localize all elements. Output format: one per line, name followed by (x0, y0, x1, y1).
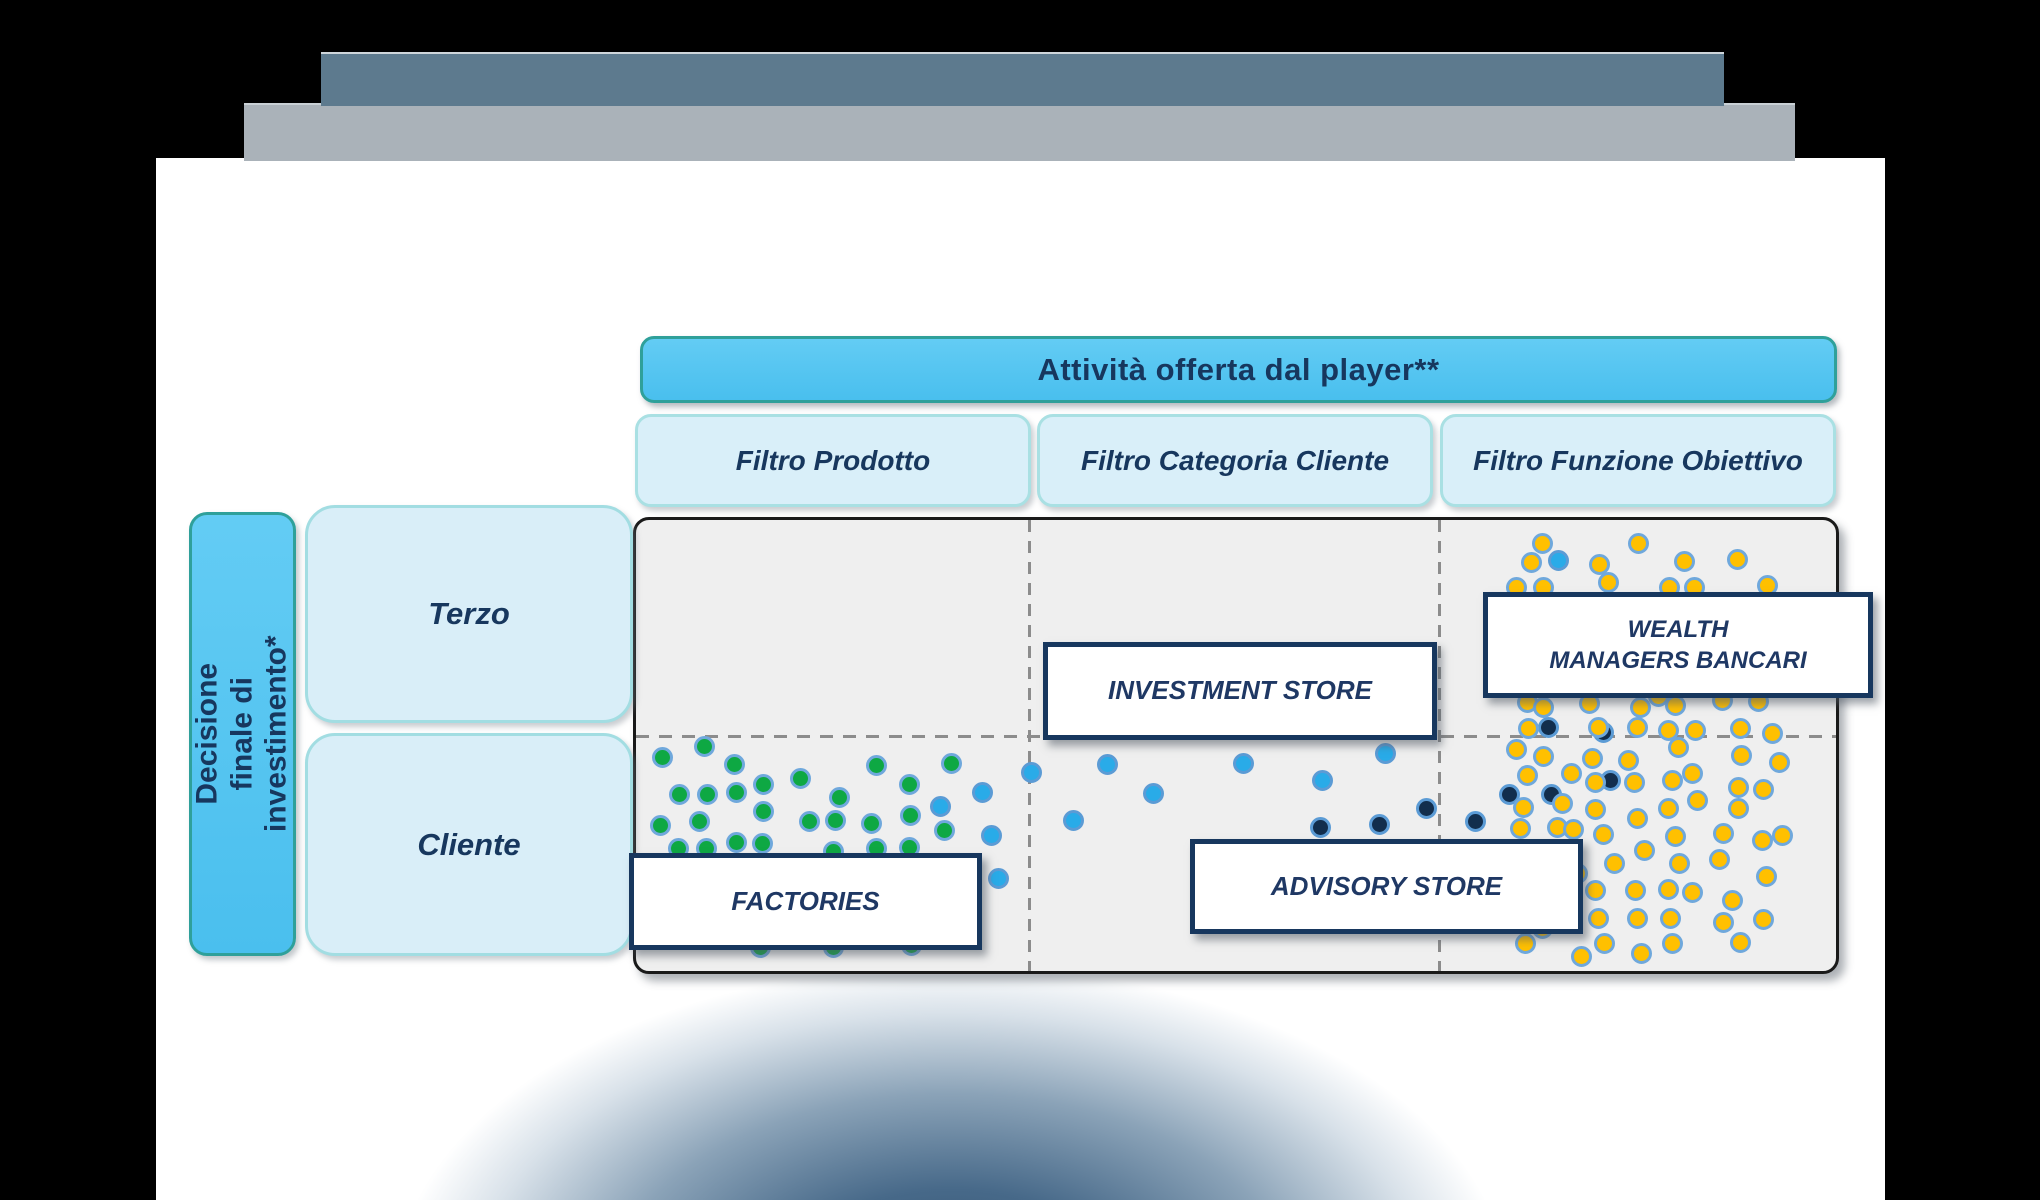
y-axis-title-bar: Decisione finale di investimento* (189, 512, 296, 956)
filter-box-funzione-obiettivo: Filtro Funzione Obiettivo (1440, 414, 1836, 507)
segment-label-factories: FACTORIES (629, 853, 982, 950)
segment-label-advisory-store: ADVISORY STORE (1190, 839, 1583, 934)
window-bar-secondary (244, 103, 1795, 161)
activity-header-label: Attività offerta dal player** (1037, 351, 1440, 387)
advisory-store-label: ADVISORY STORE (1270, 870, 1503, 901)
filter-prodotto-label: Filtro Prodotto (735, 444, 931, 476)
activity-header: Attività offerta dal player** (640, 336, 1837, 403)
row-label-cliente: Cliente (305, 733, 633, 956)
segment-label-investment-store: INVESTMENT STORE (1043, 642, 1437, 740)
filter-box-categoria-cliente: Filtro Categoria Cliente (1037, 414, 1433, 507)
filter-box-prodotto: Filtro Prodotto (635, 414, 1031, 507)
row-terzo-label: Terzo (428, 596, 510, 631)
filter-funzione-obiettivo-label: Filtro Funzione Obiettivo (1473, 444, 1803, 476)
row-label-terzo: Terzo (305, 505, 633, 723)
segment-label-wealth-managers: WEALTH MANAGERS BANCARI (1483, 592, 1873, 698)
window-bar-primary (321, 52, 1724, 106)
factories-label: FACTORIES (731, 885, 880, 916)
column-divider-1 (1028, 520, 1031, 971)
filter-categoria-cliente-label: Filtro Categoria Cliente (1080, 444, 1390, 476)
y-axis-title: Decisione finale di investimento* (190, 635, 293, 833)
row-cliente-label: Cliente (417, 826, 521, 862)
investment-store-label: INVESTMENT STORE (1108, 675, 1372, 706)
wealth-managers-label: WEALTH MANAGERS BANCARI (1549, 615, 1807, 674)
